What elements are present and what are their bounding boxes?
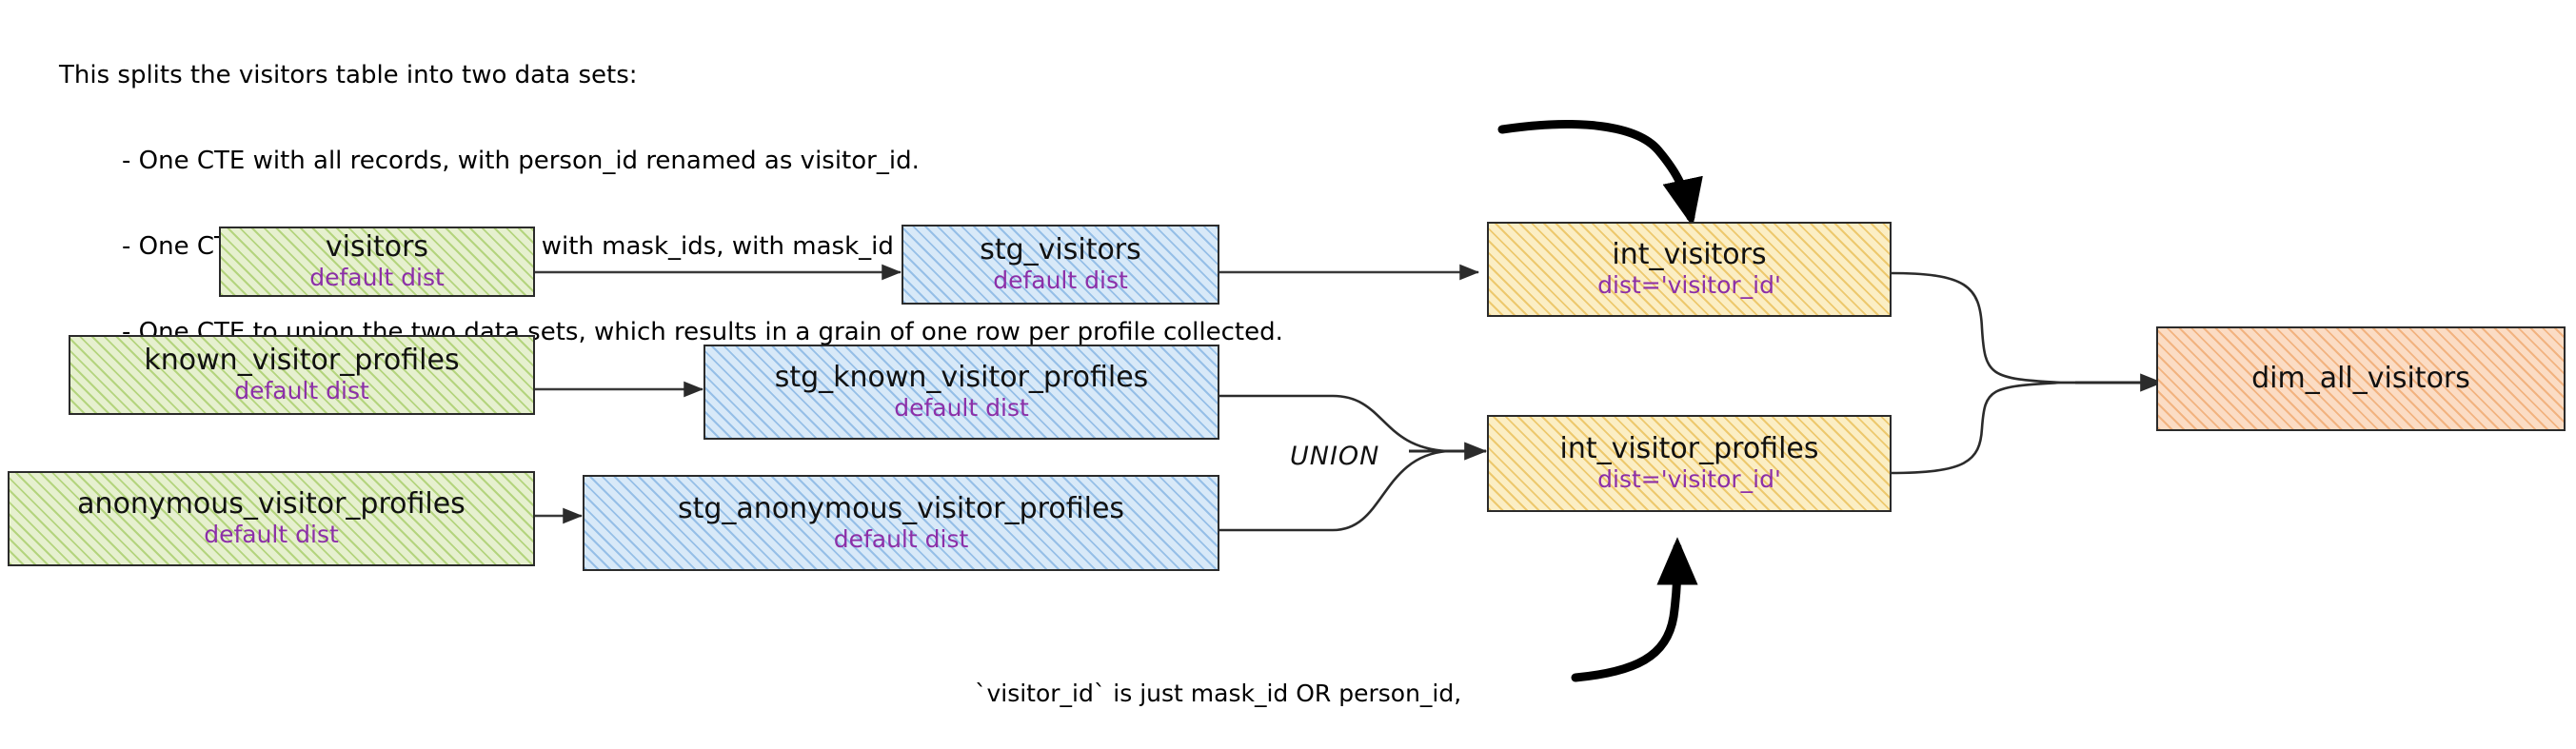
node-stg-known-visitor-profiles[interactable]: stg_known_visitor_profiles default dist [703, 345, 1219, 440]
node-subtitle: dist='visitor_id' [1597, 465, 1781, 494]
node-subtitle: default dist [993, 266, 1128, 295]
top-annotation-line-4: - One CTE to union the two data sets, wh… [122, 318, 1283, 346]
node-title: dim_all_visitors [2251, 361, 2470, 395]
node-int-visitors[interactable]: int_visitors dist='visitor_id' [1487, 222, 1892, 317]
node-title: stg_visitors [980, 233, 1141, 267]
node-title: stg_known_visitor_profiles [774, 361, 1149, 395]
hatch-pattern [1489, 224, 1890, 315]
hatch-pattern [903, 227, 1218, 303]
node-title: int_visitor_profiles [1559, 432, 1819, 466]
node-subtitle: default dist [234, 377, 369, 405]
node-subtitle: dist='visitor_id' [1597, 271, 1781, 300]
node-anonymous-visitor-profiles[interactable]: anonymous_visitor_profiles default dist [8, 471, 535, 566]
node-known-visitor-profiles[interactable]: known_visitor_profiles default dist [69, 335, 535, 415]
hatch-pattern [1489, 417, 1890, 510]
hatch-pattern [2158, 328, 2564, 429]
node-title: stg_anonymous_visitor_profiles [677, 491, 1125, 525]
node-subtitle: default dist [894, 394, 1029, 423]
node-title: anonymous_visitor_profiles [77, 487, 466, 522]
node-subtitle: default dist [309, 264, 445, 292]
edge-int-visitors-to-dim [1889, 271, 2142, 384]
node-subtitle: default dist [833, 524, 969, 553]
node-subtitle: default dist [204, 521, 339, 549]
hatch-pattern [705, 346, 1218, 438]
node-stg-anonymous-visitor-profiles[interactable]: stg_anonymous_visitor_profiles default d… [583, 475, 1219, 571]
node-dim-all-visitors[interactable]: dim_all_visitors [2156, 326, 2566, 431]
node-stg-visitors[interactable]: stg_visitors default dist [902, 225, 1219, 305]
node-title: int_visitors [1612, 238, 1767, 272]
edge-label-union: UNION [1290, 442, 1380, 471]
hatch-pattern [10, 473, 533, 564]
edge-int-visitor-profiles-to-dim [1889, 381, 2142, 475]
hatch-pattern [585, 477, 1218, 569]
hatch-pattern [221, 228, 533, 295]
node-title: known_visitor_profiles [144, 344, 460, 378]
callout-arrow-bottom [1571, 537, 1698, 682]
node-int-visitor-profiles[interactable]: int_visitor_profiles dist='visitor_id' [1487, 415, 1892, 512]
bottom-annotation-line-1: `visitor_id` is just mask_id OR person_i… [974, 680, 1462, 707]
top-annotation-line-1: This splits the visitors table into two … [59, 61, 638, 89]
bottom-annotation: `visitor_id` is just mask_id OR person_i… [942, 628, 1494, 749]
top-annotation-line-2: - One CTE with all records, with person_… [122, 147, 920, 175]
node-title: visitors [325, 230, 429, 265]
callout-arrow-top [1497, 120, 1703, 227]
node-visitors[interactable]: visitors default dist [219, 227, 535, 297]
hatch-pattern [70, 337, 533, 413]
